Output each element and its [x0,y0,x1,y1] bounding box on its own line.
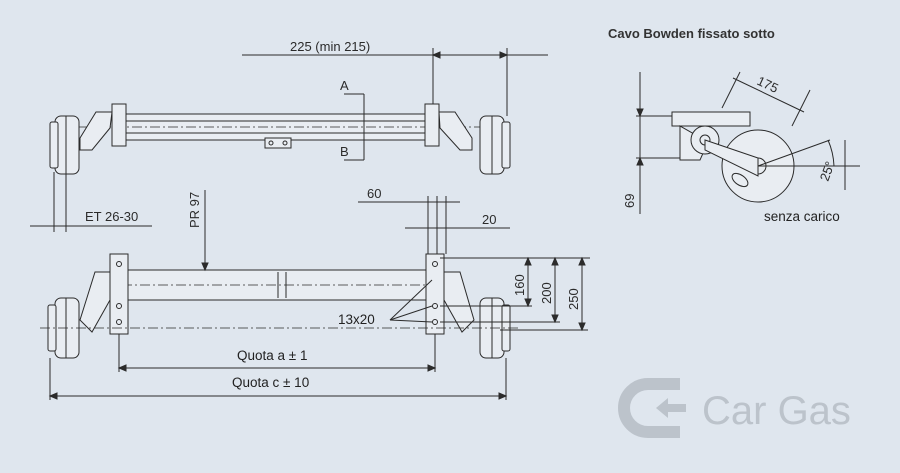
side-view-note: senza carico [764,209,840,224]
dim-160-label: 160 [512,274,527,296]
top-axle-view [30,48,548,232]
quota-a-label: Quota a ± 1 [237,348,307,363]
angle-label: 25° [817,159,838,183]
section-a-label: A [340,78,349,93]
dim-250-label: 250 [566,288,581,310]
side-view-title: Cavo Bowden fissato sotto [608,26,775,41]
dim-69-label: 69 [622,194,637,208]
dim-et-label: ET 26-30 [85,209,138,224]
holes-label: 13x20 [338,312,375,327]
dim-200-label: 200 [539,282,554,304]
dim-225-label: 225 (min 215) [290,39,370,54]
logo-text: Car Gas [702,389,851,433]
quota-c-label: Quota c ± 10 [232,375,309,390]
dim-175-label: 175 [755,73,781,96]
section-b-label: B [340,144,349,159]
dim-20-label: 20 [482,212,496,227]
side-view [636,71,860,214]
dim-pr-label: PR 97 [187,192,202,228]
cargas-logo-icon [618,378,686,438]
bottom-axle-view [40,190,590,400]
dim-60-label: 60 [367,186,381,201]
